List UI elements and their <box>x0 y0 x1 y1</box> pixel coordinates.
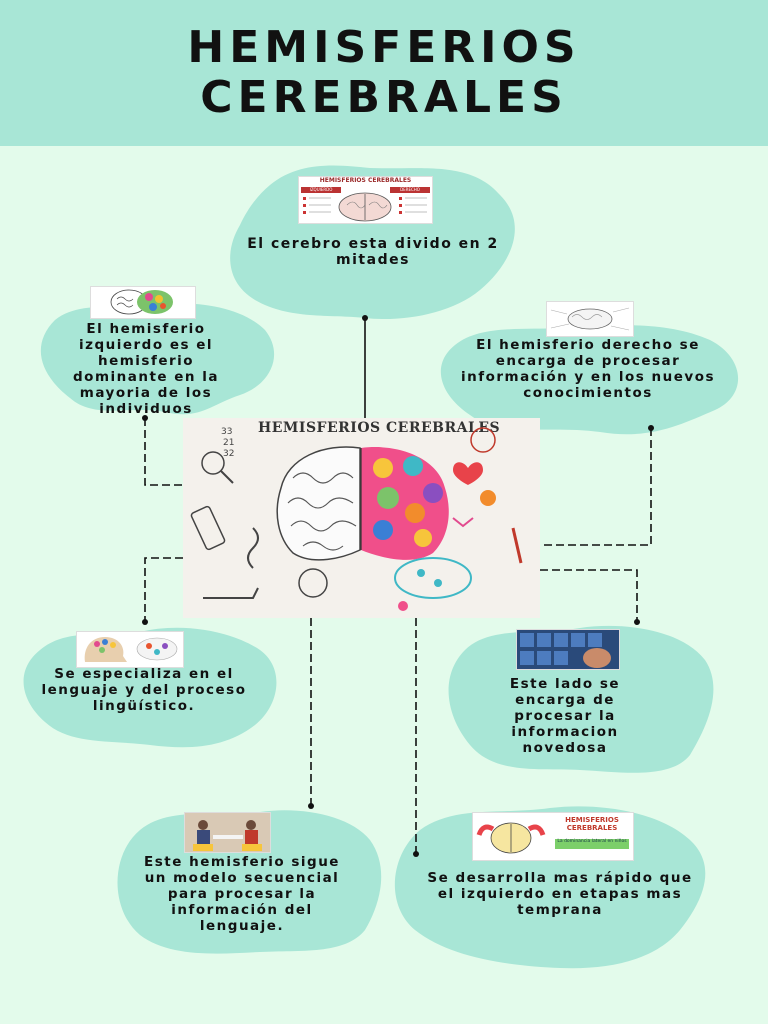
center-image-title: HEMISFERIOS CEREBRALES <box>258 420 501 436</box>
thumbnail-colored-brain <box>90 286 196 319</box>
thumb-tab-right: DERECHO <box>390 187 430 193</box>
brain-icon <box>110 289 173 315</box>
page-title-line-1: HEMISFERIOS <box>187 22 581 73</box>
thumbnail-brain-scans <box>516 629 620 670</box>
node-text-bottom-left: Este hemisferio sigue un modelo secuenci… <box>144 854 340 934</box>
node-text-top: El cerebro esta divido en 2 mitades <box>247 236 499 268</box>
node-text-left-mid: Se especializa en el lenguaje y del proc… <box>41 666 247 714</box>
blob-bottom-left <box>117 810 382 954</box>
connector-right-mid <box>540 569 638 622</box>
blob-right-mid <box>448 625 714 773</box>
svg-text:32: 32 <box>223 449 234 459</box>
brain-muscle-icon <box>476 822 546 854</box>
svg-text:33: 33 <box>221 427 232 437</box>
connector-dot <box>362 315 368 321</box>
blob-right-upper <box>440 325 739 435</box>
poster-title: HEMISFERIOS CEREBRALES <box>565 816 619 832</box>
page-title-line-2: CEREBRALES <box>200 72 568 123</box>
node-text-bottom-right: Se desarrolla mas rápido que el izquierd… <box>427 870 693 918</box>
connector-right-upper <box>540 428 652 546</box>
thumbnail-dominance-poster: HEMISFERIOS CEREBRALES La dominancia lat… <box>472 812 634 861</box>
connector-dot <box>142 415 148 421</box>
svg-text:21: 21 <box>223 438 234 448</box>
connector-dot <box>413 851 419 857</box>
thumb-tab-left: IZQUIERDO <box>301 187 341 193</box>
thumbnail-hemispheres-table: HEMISFERIOS CEREBRALES IZQUIERDO DERECHO <box>298 176 433 224</box>
node-text-right-mid: Este lado se encarga de procesar la info… <box>509 676 621 756</box>
node-text-left-upper: El hemisferio izquierdo es el hemisferio… <box>73 321 219 417</box>
connector-dot <box>308 803 314 809</box>
brain-icon <box>303 192 427 222</box>
connector-left-upper <box>144 418 183 486</box>
brain-illustration: 33 21 32 <box>190 427 523 611</box>
thumbnail-language-head <box>76 631 184 668</box>
node-text-right-upper: El hemisferio derecho se encarga de proc… <box>460 337 716 401</box>
center-illustration: HEMISFERIOS CEREBRALES 33 21 32 <box>183 418 540 618</box>
title-banner <box>0 0 768 146</box>
brain-icon <box>550 307 630 331</box>
people-icon <box>193 820 262 851</box>
thumbnail-children-table <box>184 812 271 853</box>
connector-dot <box>634 619 640 625</box>
thumbnail-brain-diagram <box>546 301 634 337</box>
connector-dot <box>648 425 654 431</box>
poster-subtitle: La dominancia lateral en niños <box>555 839 629 849</box>
connector-dot <box>142 619 148 625</box>
connector-left-mid <box>144 557 183 622</box>
thumb-header: HEMISFERIOS CEREBRALES <box>299 177 432 186</box>
blob-left-upper <box>40 303 275 415</box>
scan-icon <box>520 633 611 668</box>
head-icon <box>84 637 178 662</box>
